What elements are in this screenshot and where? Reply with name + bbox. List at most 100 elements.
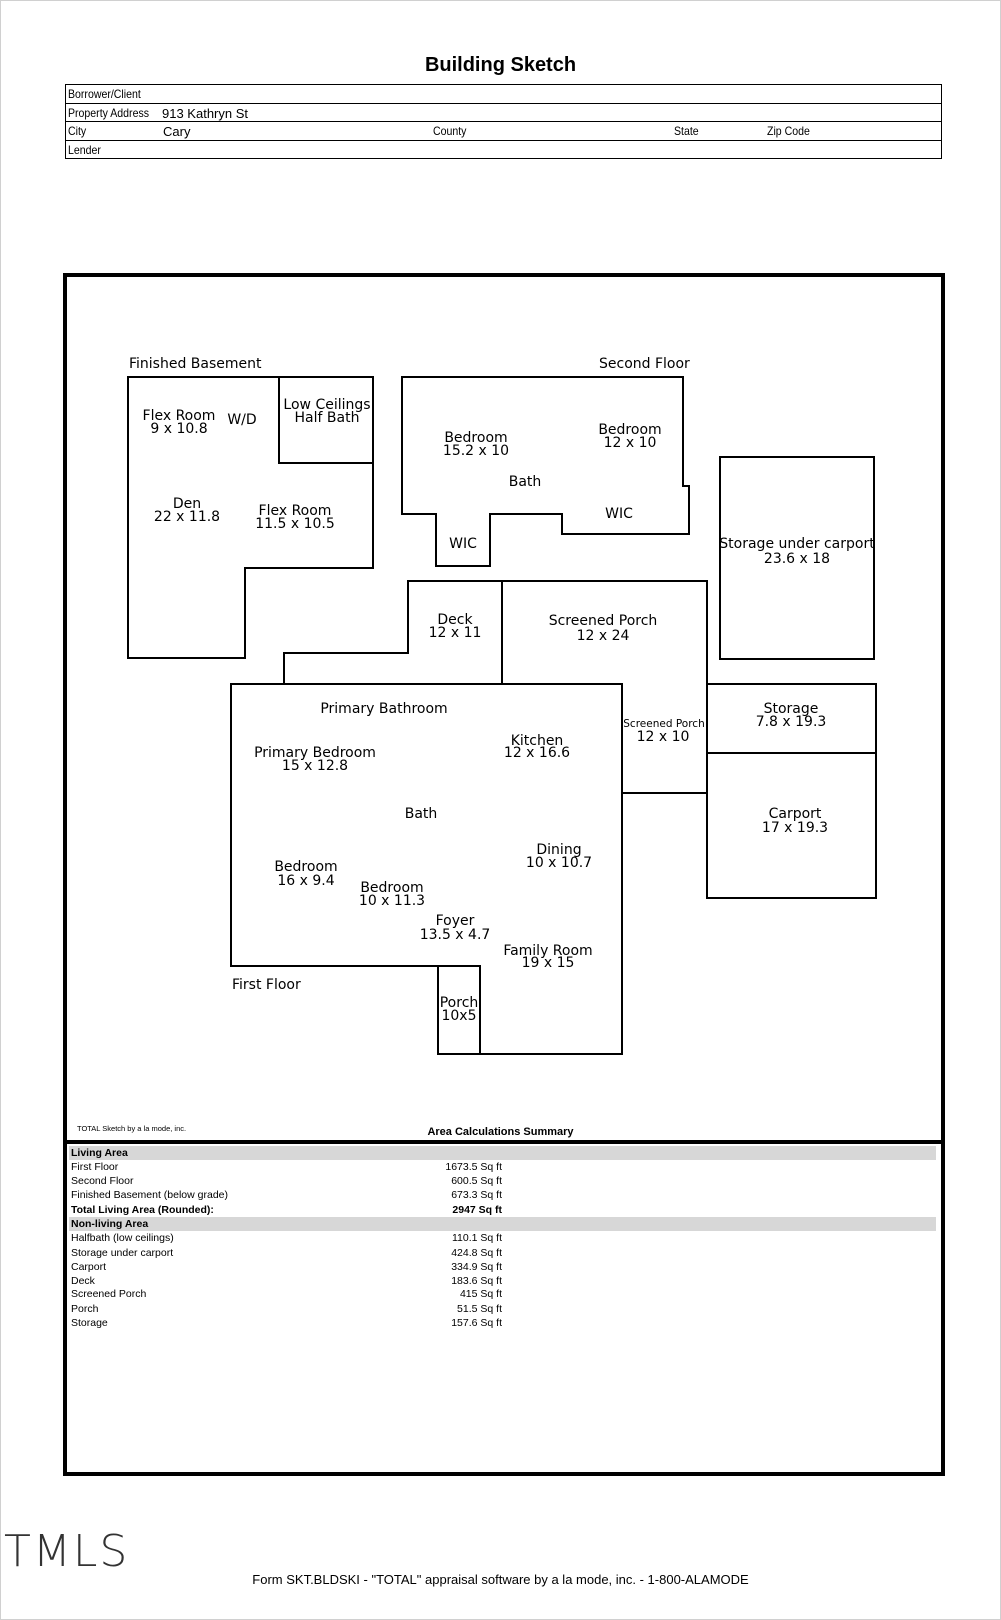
carport-box: [706, 752, 877, 899]
room-flex-room-2-name: Flex Room: [259, 503, 332, 519]
section-second-floor: Second Floor: [599, 356, 690, 372]
area-summary-title: Area Calculations Summary: [427, 1126, 574, 1138]
room-bedroom-1f-1-dims: 16 x 9.4: [277, 873, 334, 889]
form-footer: Form SKT.BLDSKI - "TOTAL" appraisal soft…: [252, 1572, 749, 1587]
tmls-watermark: TMLS: [4, 1526, 130, 1577]
porch-box: [437, 965, 481, 1055]
room-den-name: Den: [173, 496, 201, 512]
lender-row: Lender: [66, 141, 941, 159]
property-header-table: Borrower/Client Property Address 913 Kat…: [65, 84, 942, 159]
living-area-band: [69, 1146, 936, 1160]
room-deck-name: Deck: [437, 612, 473, 628]
room-carport-dims: 17 x 19.3: [762, 820, 828, 836]
nonliving-row-label: Porch: [71, 1303, 99, 1315]
room-storage-dims: 7.8 x 19.3: [756, 714, 827, 730]
room-family-room-name: Family Room: [503, 943, 592, 959]
room-family-room-dims: 19 x 15: [522, 955, 575, 971]
total-living-label: Total Living Area (Rounded):: [71, 1204, 214, 1216]
borrower-row: Borrower/Client: [66, 85, 941, 104]
room-foyer-dims: 13.5 x 4.7: [420, 927, 491, 943]
nonliving-row-value: 183.6 Sq ft: [451, 1275, 502, 1287]
room-flex-room-1-dims: 9 x 10.8: [150, 421, 207, 437]
address-row: Property Address 913 Kathryn St: [66, 104, 941, 122]
room-storage-name: Storage: [764, 701, 819, 717]
zip-label: Zip Code: [767, 124, 810, 138]
room-screened-porch-1-dims: 12 x 24: [577, 628, 630, 644]
address-value: 913 Kathryn St: [162, 105, 248, 121]
nonliving-area-band: [69, 1217, 936, 1231]
state-label: State: [674, 124, 699, 138]
living-area-header: Living Area: [71, 1147, 128, 1159]
nonliving-row-value: 415 Sq ft: [459, 1288, 502, 1300]
room-porch-name: Porch: [440, 995, 479, 1011]
second-floor-outline: [401, 376, 690, 567]
room-carport-name: Carport: [769, 806, 822, 822]
nonliving-row-value: 157.6 Sq ft: [451, 1317, 502, 1329]
room-porch-dims: 10x5: [441, 1008, 476, 1024]
room-wd-name: W/D: [227, 412, 256, 428]
room-low-ceilings-dims: Half Bath: [295, 410, 360, 426]
city-label: City: [68, 124, 87, 138]
nonliving-row-value: 334.9 Sq ft: [451, 1261, 502, 1273]
room-storage-carport-dims: 23.6 x 18: [764, 551, 830, 567]
living-row-value: 673.3 Sq ft: [451, 1189, 502, 1201]
sketch-credit: TOTAL Sketch by a la mode, inc.: [77, 1124, 187, 1133]
room-primary-bathroom-name: Primary Bathroom: [320, 701, 447, 717]
room-bedroom-1f-2-dims: 10 x 11.3: [359, 893, 425, 909]
living-row-label: Second Floor: [71, 1175, 134, 1187]
living-row-label: Finished Basement (below grade): [71, 1189, 228, 1201]
nonliving-row-value: 110.1 Sq ft: [451, 1232, 502, 1244]
nonliving-row-value: 424.8 Sq ft: [451, 1247, 502, 1259]
room-low-ceilings-name: Low Ceilings: [283, 397, 370, 413]
section-first-floor: First Floor: [232, 977, 301, 993]
room-dining-dims: 10 x 10.7: [526, 855, 592, 871]
room-bedroom-2f-2-name: Bedroom: [598, 422, 661, 438]
nonliving-row-label: Halfbath (low ceilings): [71, 1232, 174, 1244]
room-foyer-name: Foyer: [436, 913, 475, 929]
lender-label: Lender: [68, 142, 101, 157]
nonliving-area-header: Non-living Area: [71, 1218, 149, 1230]
room-bath-1f-name: Bath: [405, 806, 438, 822]
nonliving-row-label: Screened Porch: [71, 1288, 147, 1300]
room-screened-porch-1-name: Screened Porch: [549, 613, 658, 629]
room-bedroom-2f-1-dims: 15.2 x 10: [443, 443, 509, 459]
room-flex-room-1-name: Flex Room: [143, 408, 216, 424]
room-bedroom-1f-1-name: Bedroom: [274, 859, 337, 875]
room-bath-2f-name: Bath: [509, 474, 542, 490]
living-row-label: First Floor: [71, 1161, 119, 1173]
room-storage-carport-name: Storage under carport: [719, 536, 875, 552]
address-label: Property Address: [68, 105, 150, 120]
half-bath-box: [278, 376, 374, 464]
room-flex-room-2-dims: 11.5 x 10.5: [255, 516, 335, 532]
nonliving-row-label: Storage under carport: [71, 1247, 174, 1259]
living-row-value: 600.5 Sq ft: [451, 1175, 502, 1187]
room-den-dims: 22 x 11.8: [154, 509, 220, 525]
room-kitchen-name: Kitchen: [511, 733, 564, 749]
city-value: Cary: [163, 124, 191, 139]
room-dining-name: Dining: [536, 842, 581, 858]
room-bedroom-2f-2-dims: 12 x 10: [604, 435, 657, 451]
nonliving-row-label: Carport: [71, 1261, 107, 1273]
borrower-label: Borrower/Client: [68, 87, 141, 101]
sketch-frame: [63, 273, 945, 1476]
storage-under-carport-box: [719, 456, 875, 660]
nonliving-row-label: Storage: [71, 1317, 108, 1329]
room-screened-porch-2-name: Screened Porch: [623, 718, 704, 730]
room-bedroom-1f-2-name: Bedroom: [360, 880, 423, 896]
city-row: City Cary County State Zip Code: [66, 122, 941, 141]
room-wic-1-name: WIC: [605, 506, 633, 522]
room-bedroom-2f-1-name: Bedroom: [444, 430, 507, 446]
total-living-value: 2947 Sq ft: [452, 1204, 502, 1216]
room-primary-bedroom-name: Primary Bedroom: [254, 745, 376, 761]
room-screened-porch-2-dims: 12 x 10: [637, 729, 690, 745]
summary-divider: [63, 1140, 945, 1144]
room-deck-dims: 12 x 11: [429, 625, 482, 641]
living-row-value: 1673.5 Sq ft: [445, 1161, 502, 1173]
room-kitchen-dims: 12 x 16.6: [504, 745, 570, 761]
nonliving-row-value: 51.5 Sq ft: [457, 1303, 502, 1315]
nonliving-row-label: Deck: [71, 1275, 95, 1287]
room-wic-2-name: WIC: [449, 536, 477, 552]
page-title: Building Sketch: [424, 54, 577, 76]
county-label: County: [433, 124, 467, 138]
